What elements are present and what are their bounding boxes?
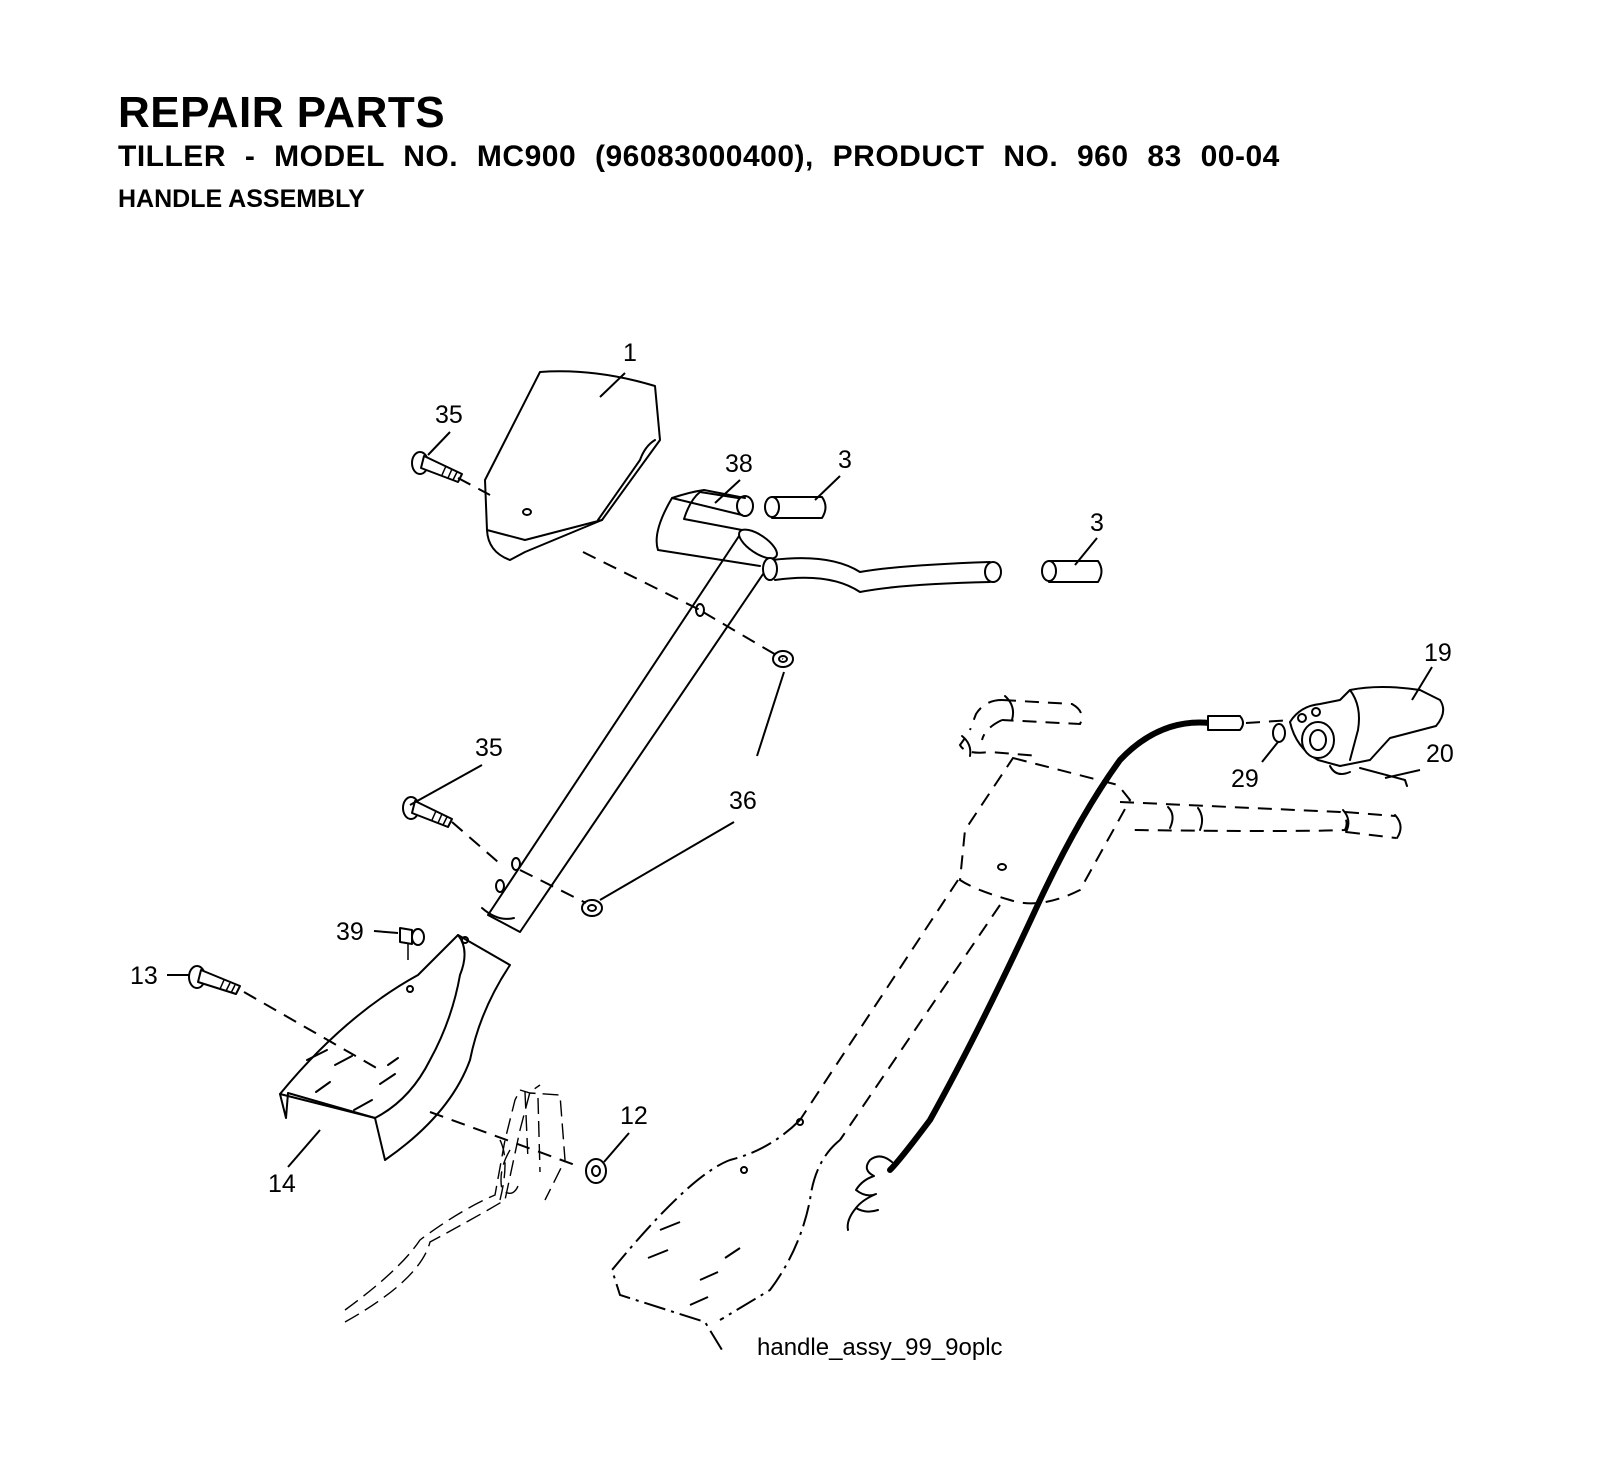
callout-39: 39 bbox=[336, 918, 364, 946]
alignment-lines-left bbox=[243, 477, 784, 1166]
callout-1: 1 bbox=[623, 339, 637, 367]
part-29-ring bbox=[1272, 723, 1286, 743]
figure-caption: handle_assy_99_9oplc bbox=[757, 1334, 1003, 1361]
part-39-fastener bbox=[399, 927, 425, 960]
callout-36: 36 bbox=[729, 787, 757, 815]
part-35-bolt-lower bbox=[402, 796, 453, 828]
page-title: REPAIR PARTS bbox=[118, 88, 446, 137]
part-14-bracket bbox=[279, 934, 511, 1161]
throttle-cable bbox=[846, 715, 1293, 1231]
callout-13: 13 bbox=[130, 962, 158, 990]
part-36-nut-lower bbox=[581, 899, 603, 917]
part-3-grip-upper bbox=[764, 496, 827, 519]
callout-29: 29 bbox=[1231, 765, 1259, 793]
part-1-cover bbox=[484, 370, 661, 561]
callout-35-upper: 35 bbox=[435, 401, 463, 429]
callout-35-lower: 35 bbox=[475, 734, 503, 762]
callout-19: 19 bbox=[1424, 639, 1452, 667]
part-12-nut bbox=[585, 1158, 607, 1184]
main-tube bbox=[481, 528, 778, 933]
callout-14: 14 bbox=[268, 1170, 296, 1198]
part-19-throttle-control bbox=[1289, 686, 1445, 787]
part-3-grip-right bbox=[1041, 560, 1103, 583]
part-36-nut-upper bbox=[772, 650, 794, 668]
part-35-bolt-upper bbox=[411, 451, 463, 483]
part-13-bolt bbox=[188, 965, 241, 995]
callout-3-upper: 3 bbox=[838, 446, 852, 474]
callout-3-right: 3 bbox=[1090, 509, 1104, 537]
callout-20: 20 bbox=[1426, 740, 1454, 768]
installed-assembly-dashed bbox=[610, 695, 1402, 1351]
callout-12: 12 bbox=[620, 1102, 648, 1130]
section-title: HANDLE ASSEMBLY bbox=[118, 185, 365, 213]
part-38-handlebar bbox=[655, 489, 1002, 593]
callout-leaders bbox=[167, 372, 1433, 1168]
model-subtitle: TILLER - MODEL NO. MC900 (96083000400), … bbox=[118, 140, 1280, 173]
callout-38: 38 bbox=[725, 450, 753, 478]
